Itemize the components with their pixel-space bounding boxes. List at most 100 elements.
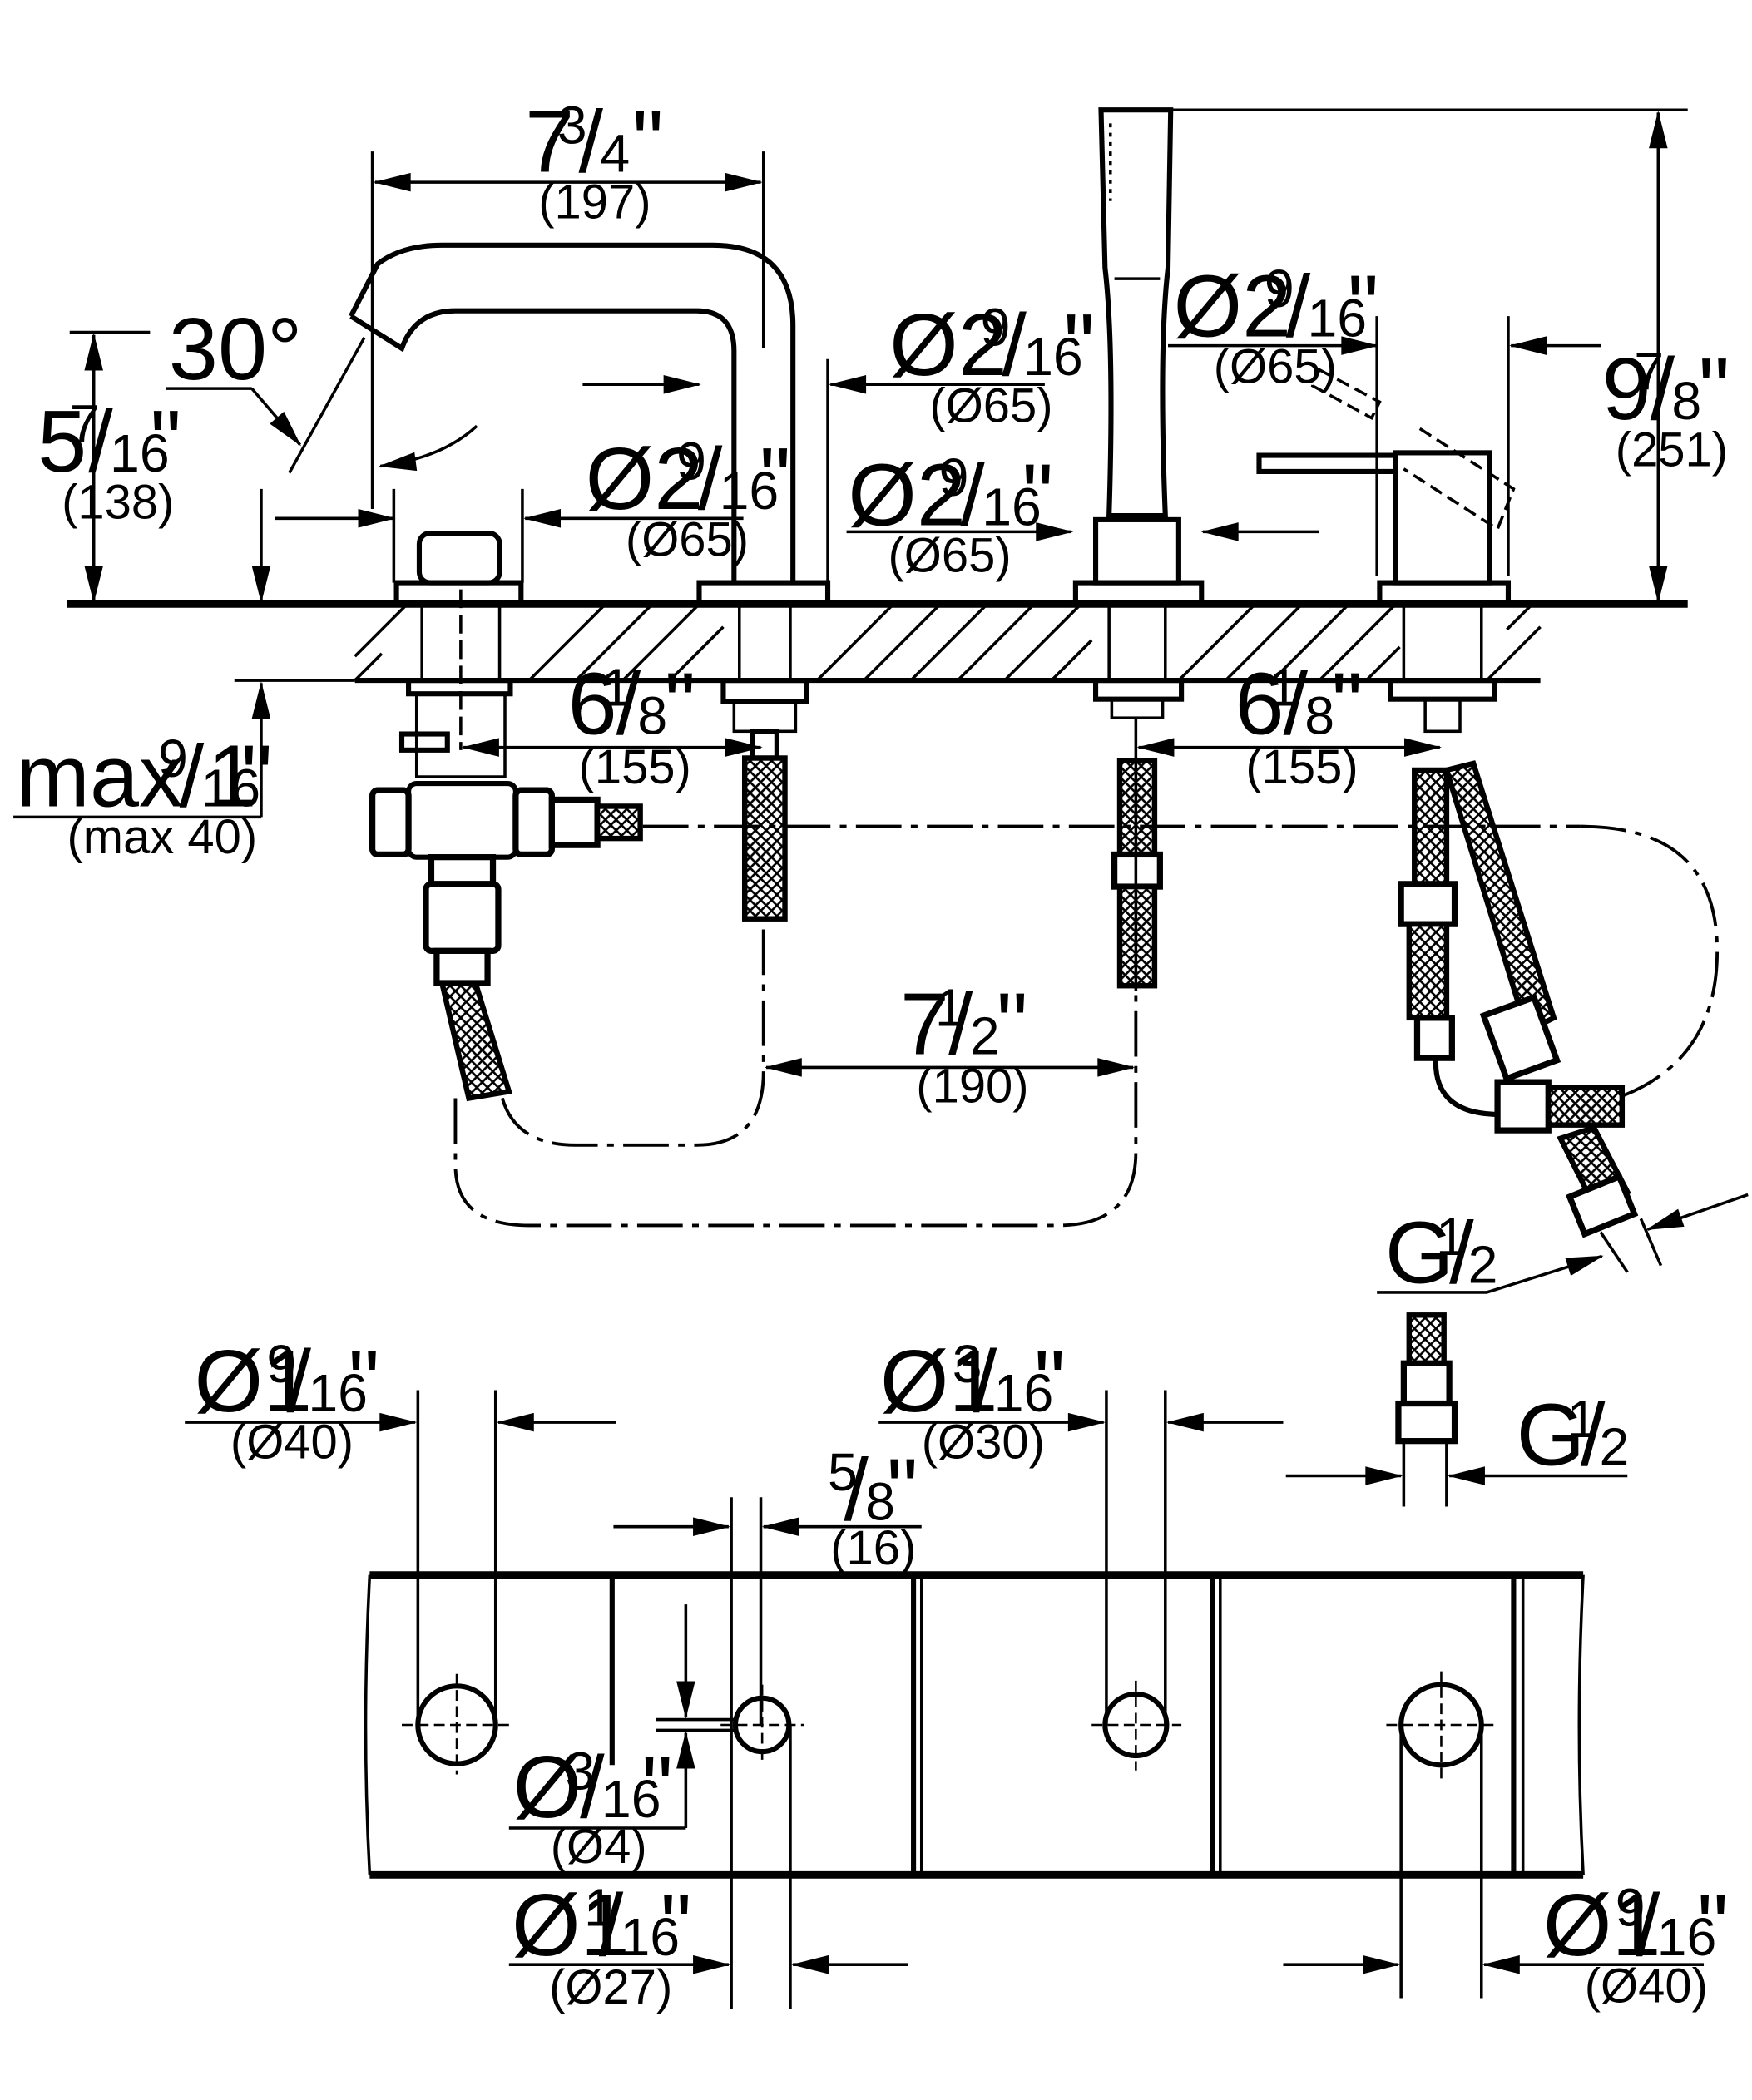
svg-text:": " [349, 1332, 380, 1430]
label-total-height: 9 7 / 8 " (251) [1602, 339, 1730, 477]
svg-text:": " [997, 974, 1028, 1073]
svg-text:Ø2: Ø2 [1173, 256, 1291, 355]
svg-text:Ø1: Ø1 [880, 1332, 998, 1430]
svg-text:": " [1034, 1332, 1066, 1430]
svg-text:": " [241, 726, 273, 825]
svg-text:16: 16 [110, 423, 170, 483]
svg-text:(Ø65): (Ø65) [1214, 341, 1337, 394]
svg-text:/: / [287, 1332, 312, 1430]
svg-text:Ø1: Ø1 [512, 1875, 630, 1974]
svg-text:7: 7 [900, 974, 949, 1073]
svg-text:": " [632, 91, 664, 190]
svg-text:": " [150, 392, 181, 491]
svg-text:9: 9 [939, 447, 969, 507]
svg-text:": " [1348, 256, 1379, 355]
svg-text:2: 2 [1468, 1235, 1498, 1295]
svg-text:2: 2 [1599, 1417, 1629, 1477]
svg-text:7: 7 [525, 91, 574, 190]
svg-text:(Ø27): (Ø27) [549, 1961, 672, 2014]
svg-text:(Ø65): (Ø65) [626, 513, 749, 566]
svg-text:/: / [973, 1332, 997, 1430]
svg-text:(251): (251) [1616, 424, 1728, 477]
svg-text:16: 16 [201, 758, 261, 818]
svg-text:Ø1: Ø1 [1543, 1875, 1661, 1974]
svg-text:9: 9 [676, 432, 706, 492]
svg-text:(Ø30): (Ø30) [922, 1416, 1045, 1470]
deck-plan [185, 1390, 1705, 2009]
svg-text:9: 9 [1616, 1878, 1646, 1938]
svg-text:max 1: max 1 [16, 726, 256, 825]
label-spout-reach: 7 3 / 4 " (197) [525, 91, 664, 229]
svg-text:16: 16 [620, 1907, 680, 1967]
svg-text:3: 3 [565, 1741, 595, 1801]
label-hole-40-left: Ø1 9 / 16 " (Ø40) [194, 1332, 379, 1469]
svg-text:9: 9 [1265, 259, 1294, 319]
svg-text:16: 16 [1657, 1907, 1717, 1967]
label-hole-27: Ø1 1 / 16 " (Ø27) [512, 1875, 691, 2014]
svg-text:": " [1022, 445, 1054, 544]
svg-text:Ø2: Ø2 [586, 429, 704, 528]
svg-text:/: / [698, 429, 723, 528]
svg-text:(16): (16) [830, 1522, 916, 1575]
svg-text:": " [1699, 339, 1730, 438]
svg-text:": " [760, 429, 791, 528]
svg-text:16: 16 [994, 1363, 1054, 1423]
svg-text:/: / [844, 1440, 869, 1539]
spout [349, 242, 831, 922]
connection-lines [453, 824, 1720, 1228]
svg-text:6: 6 [1235, 655, 1284, 754]
left-valve [369, 530, 643, 1102]
label-thread-lower: G 1 / 2 [1517, 1386, 1630, 1485]
svg-text:16: 16 [601, 1769, 661, 1829]
svg-text:8: 8 [1304, 686, 1334, 746]
svg-text:8: 8 [865, 1472, 895, 1532]
svg-text:(max 40): (max 40) [67, 811, 258, 864]
svg-text:(197): (197) [538, 176, 651, 230]
svg-text:(Ø40): (Ø40) [1585, 1959, 1708, 2013]
svg-text:/: / [616, 655, 641, 754]
svg-text:2: 2 [970, 1006, 1000, 1065]
svg-text:": " [665, 655, 696, 754]
svg-text:/: / [579, 91, 604, 190]
svg-text:16: 16 [720, 461, 779, 521]
label-spacing-mid: 7 1 / 2 " (190) [900, 974, 1029, 1113]
svg-text:/: / [1581, 1386, 1606, 1485]
label-spacing-right: 6 1 / 8 " (155) [1235, 655, 1363, 795]
svg-text:(Ø65): (Ø65) [929, 379, 1052, 432]
fitting-detail [1285, 1312, 1628, 1507]
svg-text:/: / [1002, 295, 1027, 394]
svg-text:Ø2: Ø2 [889, 295, 1007, 394]
svg-text:": " [641, 1737, 673, 1836]
label-angle: 30° [169, 299, 303, 398]
svg-text:/: / [948, 974, 973, 1073]
svg-text:8: 8 [1671, 371, 1701, 431]
svg-text:": " [1697, 1875, 1729, 1974]
svg-text:3: 3 [557, 95, 587, 155]
svg-text:1: 1 [1436, 1207, 1466, 1267]
svg-text:1: 1 [1269, 658, 1299, 718]
svg-text:5: 5 [828, 1442, 858, 1502]
svg-text:1: 1 [584, 1878, 614, 1938]
svg-text:9: 9 [158, 729, 188, 788]
svg-text:(190): (190) [916, 1060, 1028, 1113]
svg-text:16: 16 [1307, 288, 1367, 348]
svg-text:(155): (155) [1245, 741, 1358, 794]
label-offset-16: 5 / 8 " (16) [828, 1440, 918, 1575]
svg-text:/: / [1651, 339, 1675, 438]
svg-text:/: / [599, 1875, 624, 1974]
svg-text:16: 16 [1023, 327, 1083, 387]
svg-text:": " [1331, 655, 1363, 754]
svg-text:3: 3 [953, 1334, 982, 1394]
svg-text:/: / [1449, 1203, 1474, 1302]
svg-text:/: / [1286, 256, 1311, 355]
svg-text:(138): (138) [62, 476, 174, 529]
label-dia-65-mixer: Ø2 9 / 16 " (Ø65) [1173, 256, 1378, 393]
svg-text:(155): (155) [579, 741, 691, 794]
svg-text:7: 7 [70, 394, 100, 454]
svg-text:6: 6 [568, 655, 617, 754]
svg-text:": " [887, 1440, 918, 1539]
label-dia-65-valve: Ø2 9 / 16 " (Ø65) [586, 429, 791, 566]
right-mixer [1256, 368, 1663, 1273]
svg-text:Ø: Ø [513, 1737, 582, 1836]
